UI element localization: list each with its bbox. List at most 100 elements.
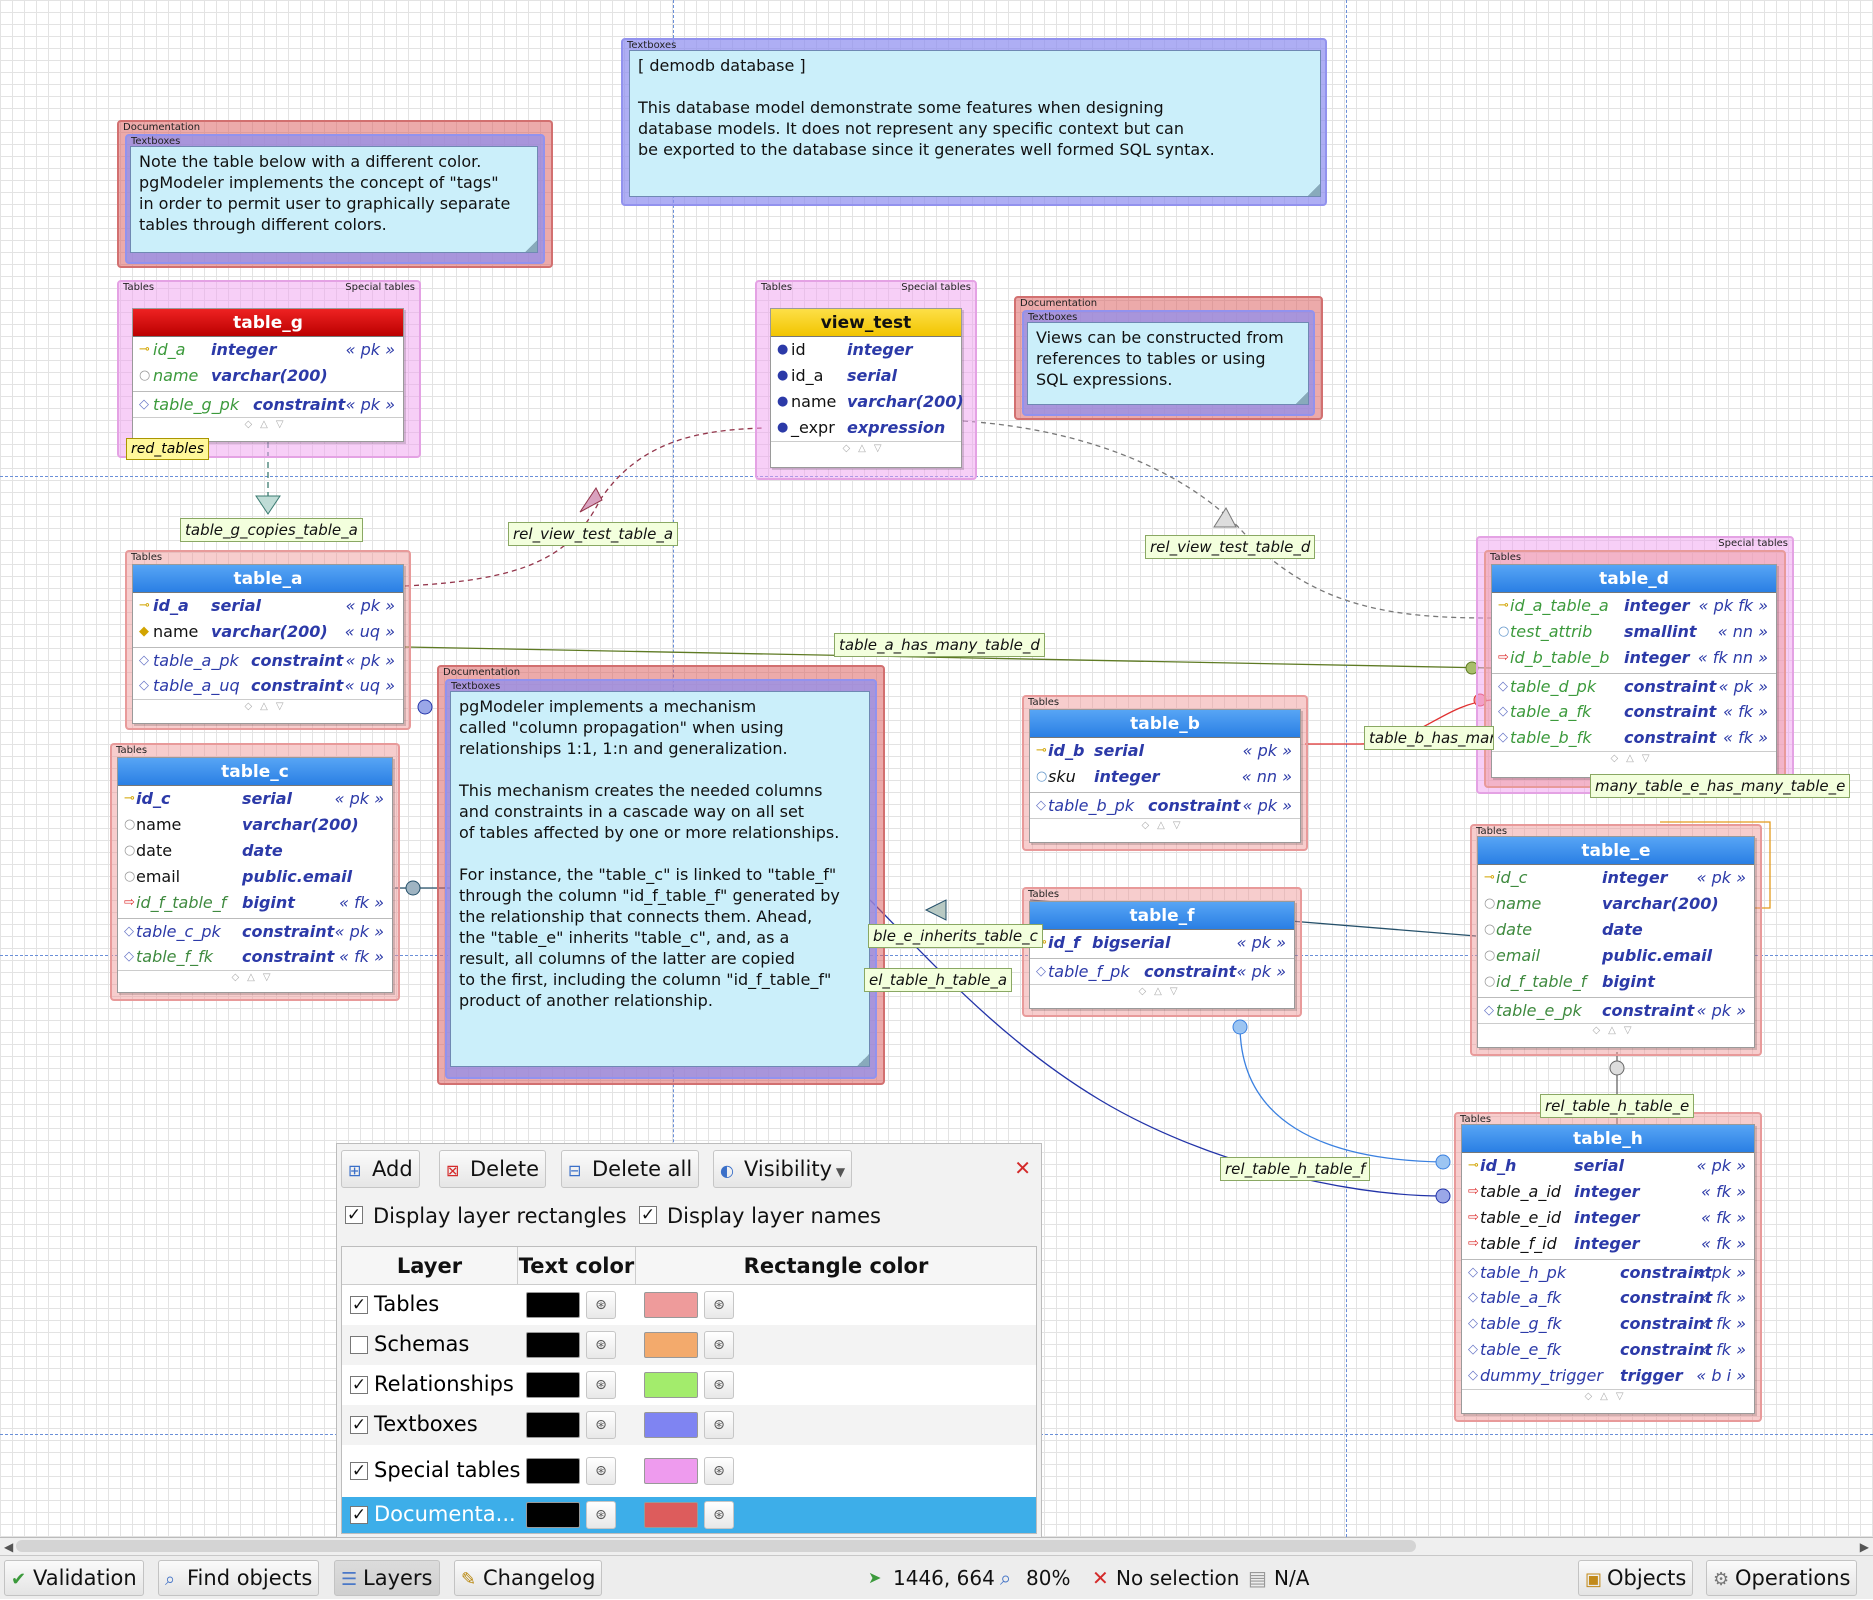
table-title[interactable]: table_c bbox=[118, 758, 392, 786]
rel-label-rel-table-h-table-f[interactable]: rel_table_h_table_f bbox=[1220, 1157, 1371, 1181]
rel-label-view-test-table-d[interactable]: rel_view_test_table_d bbox=[1145, 535, 1316, 559]
rel-label-table-e-inherits-table-c[interactable]: ble_e_inherits_table_c bbox=[868, 924, 1043, 948]
rel-label-table-a-has-many-table-d[interactable]: table_a_has_many_table_d bbox=[834, 633, 1045, 657]
color-picker-icon[interactable]: ⊛ bbox=[586, 1331, 616, 1359]
column-header-layer[interactable]: Layer bbox=[342, 1247, 518, 1285]
layer-row-relationships[interactable]: ✓ Relationships ⊛ ⊛ bbox=[342, 1365, 1036, 1405]
display-rects-checkbox[interactable]: ✓ bbox=[345, 1205, 363, 1225]
table-collapse-control[interactable]: ◇△▽ bbox=[133, 699, 403, 713]
rect-color-swatch[interactable] bbox=[644, 1332, 698, 1358]
layer-row-documentation[interactable]: ✓ Documenta... ⊛ ⊛ bbox=[342, 1497, 1036, 1533]
visibility-dropdown-button[interactable]: ◐Visibility ▼ bbox=[713, 1150, 853, 1188]
layer-visible-checkbox[interactable]: ✓ bbox=[350, 1415, 368, 1435]
color-picker-icon[interactable]: ⊛ bbox=[704, 1371, 734, 1399]
rel-label-rel-table-h-table-e[interactable]: rel_table_h_table_e bbox=[1540, 1094, 1695, 1118]
close-panel-icon[interactable]: ✕ bbox=[1014, 1156, 1031, 1180]
objects-button[interactable]: ▣Objects bbox=[1578, 1560, 1694, 1596]
layer-visible-checkbox[interactable]: ✓ bbox=[350, 1505, 368, 1525]
validation-button[interactable]: ✔Validation bbox=[4, 1560, 144, 1596]
rel-label-many-table-e-has-many-table-e[interactable]: many_table_e_has_many_table_e bbox=[1590, 774, 1851, 798]
rel-label-view-test-table-a[interactable]: rel_view_test_table_a bbox=[508, 522, 679, 546]
text-color-swatch[interactable] bbox=[526, 1502, 580, 1528]
color-picker-icon[interactable]: ⊛ bbox=[704, 1291, 734, 1319]
color-picker-icon[interactable]: ⊛ bbox=[586, 1291, 616, 1319]
scroll-left-icon[interactable]: ◀ bbox=[4, 1540, 14, 1554]
layer-row-textboxes[interactable]: ✓ Textboxes ⊛ ⊛ bbox=[342, 1405, 1036, 1445]
table-collapse-control[interactable]: ◇△▽ bbox=[1030, 818, 1300, 832]
textbox-db-description[interactable]: [ demodb database ] This database model … bbox=[629, 50, 1321, 197]
color-picker-icon[interactable]: ⊛ bbox=[704, 1331, 734, 1359]
find-objects-button[interactable]: ⌕Find objects bbox=[158, 1560, 320, 1596]
text-color-swatch[interactable] bbox=[526, 1458, 580, 1484]
layers-table: Layer Text color Rectangle color ✓ Table… bbox=[341, 1246, 1037, 1534]
changelog-button[interactable]: ✎Changelog bbox=[454, 1560, 603, 1596]
column-header-text-color[interactable]: Text color bbox=[518, 1247, 636, 1285]
add-layer-button[interactable]: ⊞Add bbox=[341, 1150, 420, 1188]
table-collapse-control[interactable]: ◇△▽ bbox=[133, 417, 403, 431]
text-color-swatch[interactable] bbox=[526, 1372, 580, 1398]
table-collapse-control[interactable]: ◇△▽ bbox=[118, 970, 392, 984]
color-picker-icon[interactable]: ⊛ bbox=[704, 1501, 734, 1529]
text-color-swatch[interactable] bbox=[526, 1412, 580, 1438]
layer-visible-checkbox[interactable]: ✓ bbox=[350, 1461, 368, 1481]
table-collapse-control[interactable]: ◇△▽ bbox=[1478, 1023, 1754, 1037]
view-title[interactable]: view_test bbox=[771, 309, 961, 337]
textbox-propagation-note[interactable]: pgModeler implements a mechanism called … bbox=[450, 691, 870, 1067]
rect-color-swatch[interactable] bbox=[644, 1292, 698, 1318]
table-title[interactable]: table_b bbox=[1030, 710, 1300, 738]
color-picker-icon[interactable]: ⊛ bbox=[586, 1501, 616, 1529]
display-names-checkbox[interactable]: ✓ bbox=[639, 1205, 657, 1225]
rect-color-swatch[interactable] bbox=[644, 1458, 698, 1484]
textbox-views-note[interactable]: Views can be constructed from references… bbox=[1027, 322, 1309, 405]
layer-row-special-tables[interactable]: ✓ Special tables ⊛ ⊛ bbox=[342, 1445, 1036, 1497]
layer-visible-checkbox[interactable]: ✓ bbox=[350, 1375, 368, 1395]
rel-label-table-b-has-many[interactable]: table_b_has_mar bbox=[1364, 726, 1494, 750]
rect-color-swatch[interactable] bbox=[644, 1502, 698, 1528]
color-picker-icon[interactable]: ⊛ bbox=[704, 1457, 734, 1485]
table-title[interactable]: table_a bbox=[133, 565, 403, 593]
rect-color-swatch[interactable] bbox=[644, 1372, 698, 1398]
operations-button[interactable]: ⚙Operations bbox=[1706, 1560, 1858, 1596]
table-collapse-control[interactable]: ◇△▽ bbox=[1462, 1389, 1754, 1403]
layer-visible-checkbox[interactable]: ✓ bbox=[350, 1295, 368, 1315]
model-canvas[interactable]: Textboxes [ demodb database ] This datab… bbox=[0, 0, 1873, 1537]
layer-row-schemas[interactable]: Schemas ⊛ ⊛ bbox=[342, 1325, 1036, 1365]
table-title[interactable]: table_d bbox=[1492, 565, 1776, 593]
table-title[interactable]: table_g bbox=[133, 309, 403, 337]
layer-row-tables[interactable]: ✓ Tables ⊛ ⊛ bbox=[342, 1285, 1036, 1325]
layers-button[interactable]: ☰Layers bbox=[334, 1560, 440, 1596]
textbox-color-note[interactable]: Note the table below with a different co… bbox=[130, 146, 538, 253]
color-picker-icon[interactable]: ⊛ bbox=[586, 1371, 616, 1399]
rect-color-swatch[interactable] bbox=[644, 1412, 698, 1438]
color-picker-icon[interactable]: ⊛ bbox=[586, 1457, 616, 1485]
column-header-rect-color[interactable]: Rectangle color bbox=[636, 1247, 1036, 1285]
text-color-swatch[interactable] bbox=[526, 1292, 580, 1318]
scroll-right-icon[interactable]: ▶ bbox=[1859, 1540, 1869, 1554]
fk-icon: ⇨ bbox=[1468, 1236, 1479, 1251]
delete-layer-button[interactable]: ⊠Delete bbox=[439, 1150, 546, 1188]
table-collapse-control[interactable]: ◇△▽ bbox=[1492, 751, 1776, 765]
delete-all-layers-button[interactable]: ⊟Delete all bbox=[561, 1150, 700, 1188]
table-collapse-control[interactable]: ◇△▽ bbox=[771, 441, 961, 455]
horizontal-scrollbar[interactable]: ◀ ▶ bbox=[0, 1537, 1873, 1555]
table-title[interactable]: table_h bbox=[1462, 1125, 1754, 1153]
rel-label-rel-table-h-table-a[interactable]: el_table_h_table_a bbox=[864, 968, 1013, 992]
rel-label-table-g-copies-table-a[interactable]: table_g_copies_table_a bbox=[180, 518, 363, 542]
table-title[interactable]: table_e bbox=[1478, 837, 1754, 865]
table-collapse-control[interactable]: ◇△▽ bbox=[1030, 984, 1294, 998]
table-title[interactable]: table_f bbox=[1030, 902, 1294, 930]
layer-visible-checkbox[interactable] bbox=[350, 1336, 368, 1354]
scrollbar-thumb[interactable] bbox=[16, 1540, 1416, 1552]
color-picker-icon[interactable]: ⊛ bbox=[704, 1411, 734, 1439]
text-color-swatch[interactable] bbox=[526, 1332, 580, 1358]
color-picker-icon[interactable]: ⊛ bbox=[586, 1411, 616, 1439]
